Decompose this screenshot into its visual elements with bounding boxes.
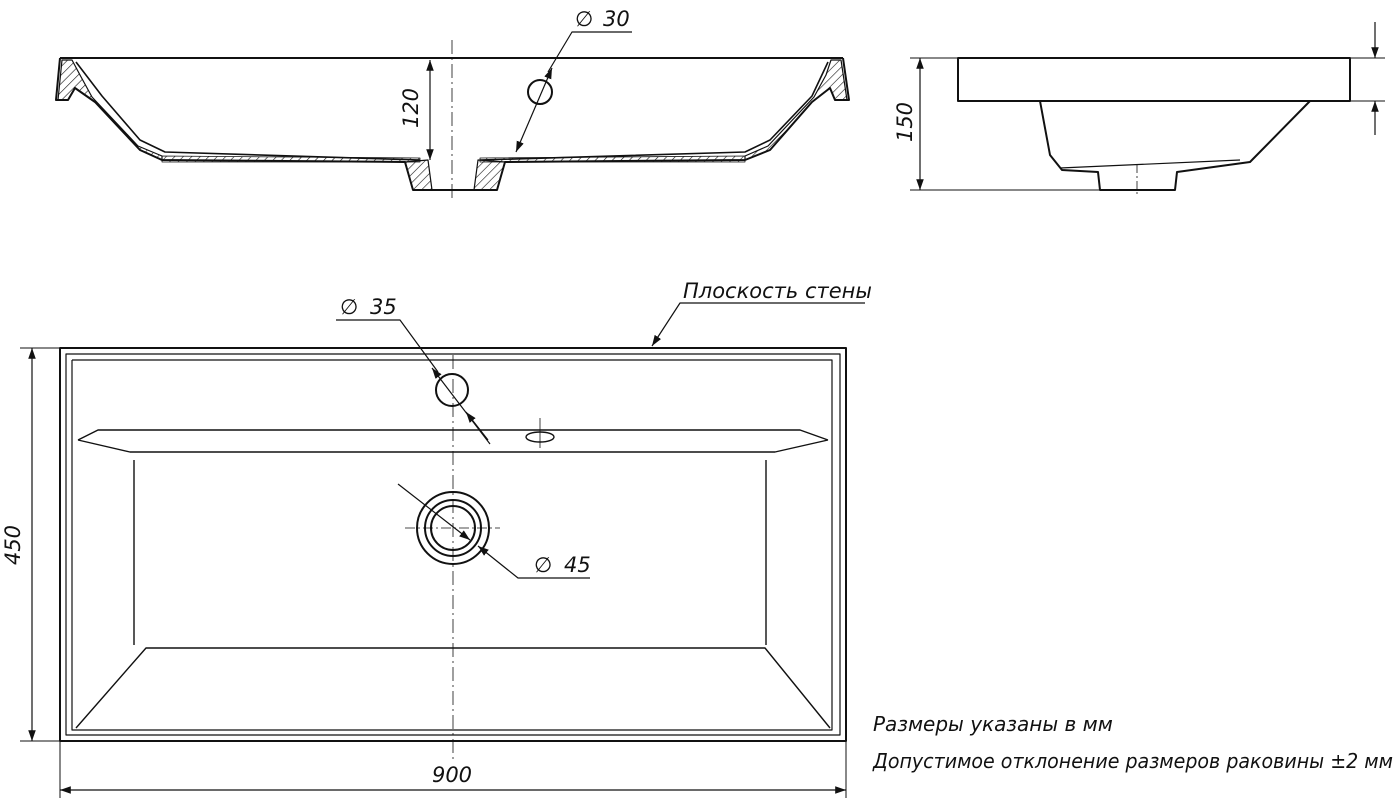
plan-width-dim: 900 <box>432 763 472 787</box>
section-left-hatch <box>57 59 163 161</box>
plan-tap-dim-line <box>431 367 491 445</box>
plan-drain-outer <box>416 491 490 565</box>
plan-deck-edge <box>71 359 833 731</box>
side-top-slab <box>957 57 1351 102</box>
side-view <box>910 22 1385 196</box>
plan-tap-hole <box>435 373 469 407</box>
plan-tap-diameter-symbol: ∅ <box>340 295 358 319</box>
plan-drain-leader <box>477 545 590 579</box>
side-height-dim: 150 <box>893 102 917 142</box>
note-units: Размеры указаны в мм <box>873 712 1113 736</box>
note-tolerance: Допустимое отклонение размеров раковины … <box>872 749 1393 773</box>
section-inner-bowl <box>75 61 829 161</box>
section-tap-dim: 30 <box>603 7 630 31</box>
section-view <box>55 31 850 200</box>
plan-wall-leader <box>651 302 865 347</box>
plan-tap-dim: 35 <box>370 295 397 319</box>
section-drain-left-hatch <box>404 159 433 191</box>
plan-drain-diameter-symbol: ∅ <box>534 553 552 577</box>
section-tap-hole <box>527 79 553 105</box>
plan-tap-leader <box>336 319 439 373</box>
plan-drain-dim: 45 <box>564 553 591 577</box>
plan-depth-dim: 450 <box>1 525 25 565</box>
section-bottom-hatch <box>161 155 746 163</box>
section-drain-right-hatch <box>473 159 506 191</box>
plan-wall-label: Плоскость стены <box>683 279 872 303</box>
section-outer-profile <box>55 57 850 191</box>
plan-view <box>20 302 865 798</box>
section-tap-dim-line <box>515 67 553 153</box>
plan-bowl-rear-edge <box>77 429 829 453</box>
plan-drain-dim-line <box>397 483 471 541</box>
section-tap-diameter-symbol: ∅ <box>575 7 593 31</box>
section-height-dim: 120 <box>399 88 423 128</box>
side-bowl-inner <box>1059 159 1241 169</box>
side-bowl-profile <box>1039 100 1311 191</box>
plan-tap-dim-arrow <box>465 411 489 441</box>
section-tap-leader <box>547 31 632 73</box>
plan-bowl-front-edge <box>75 647 831 729</box>
